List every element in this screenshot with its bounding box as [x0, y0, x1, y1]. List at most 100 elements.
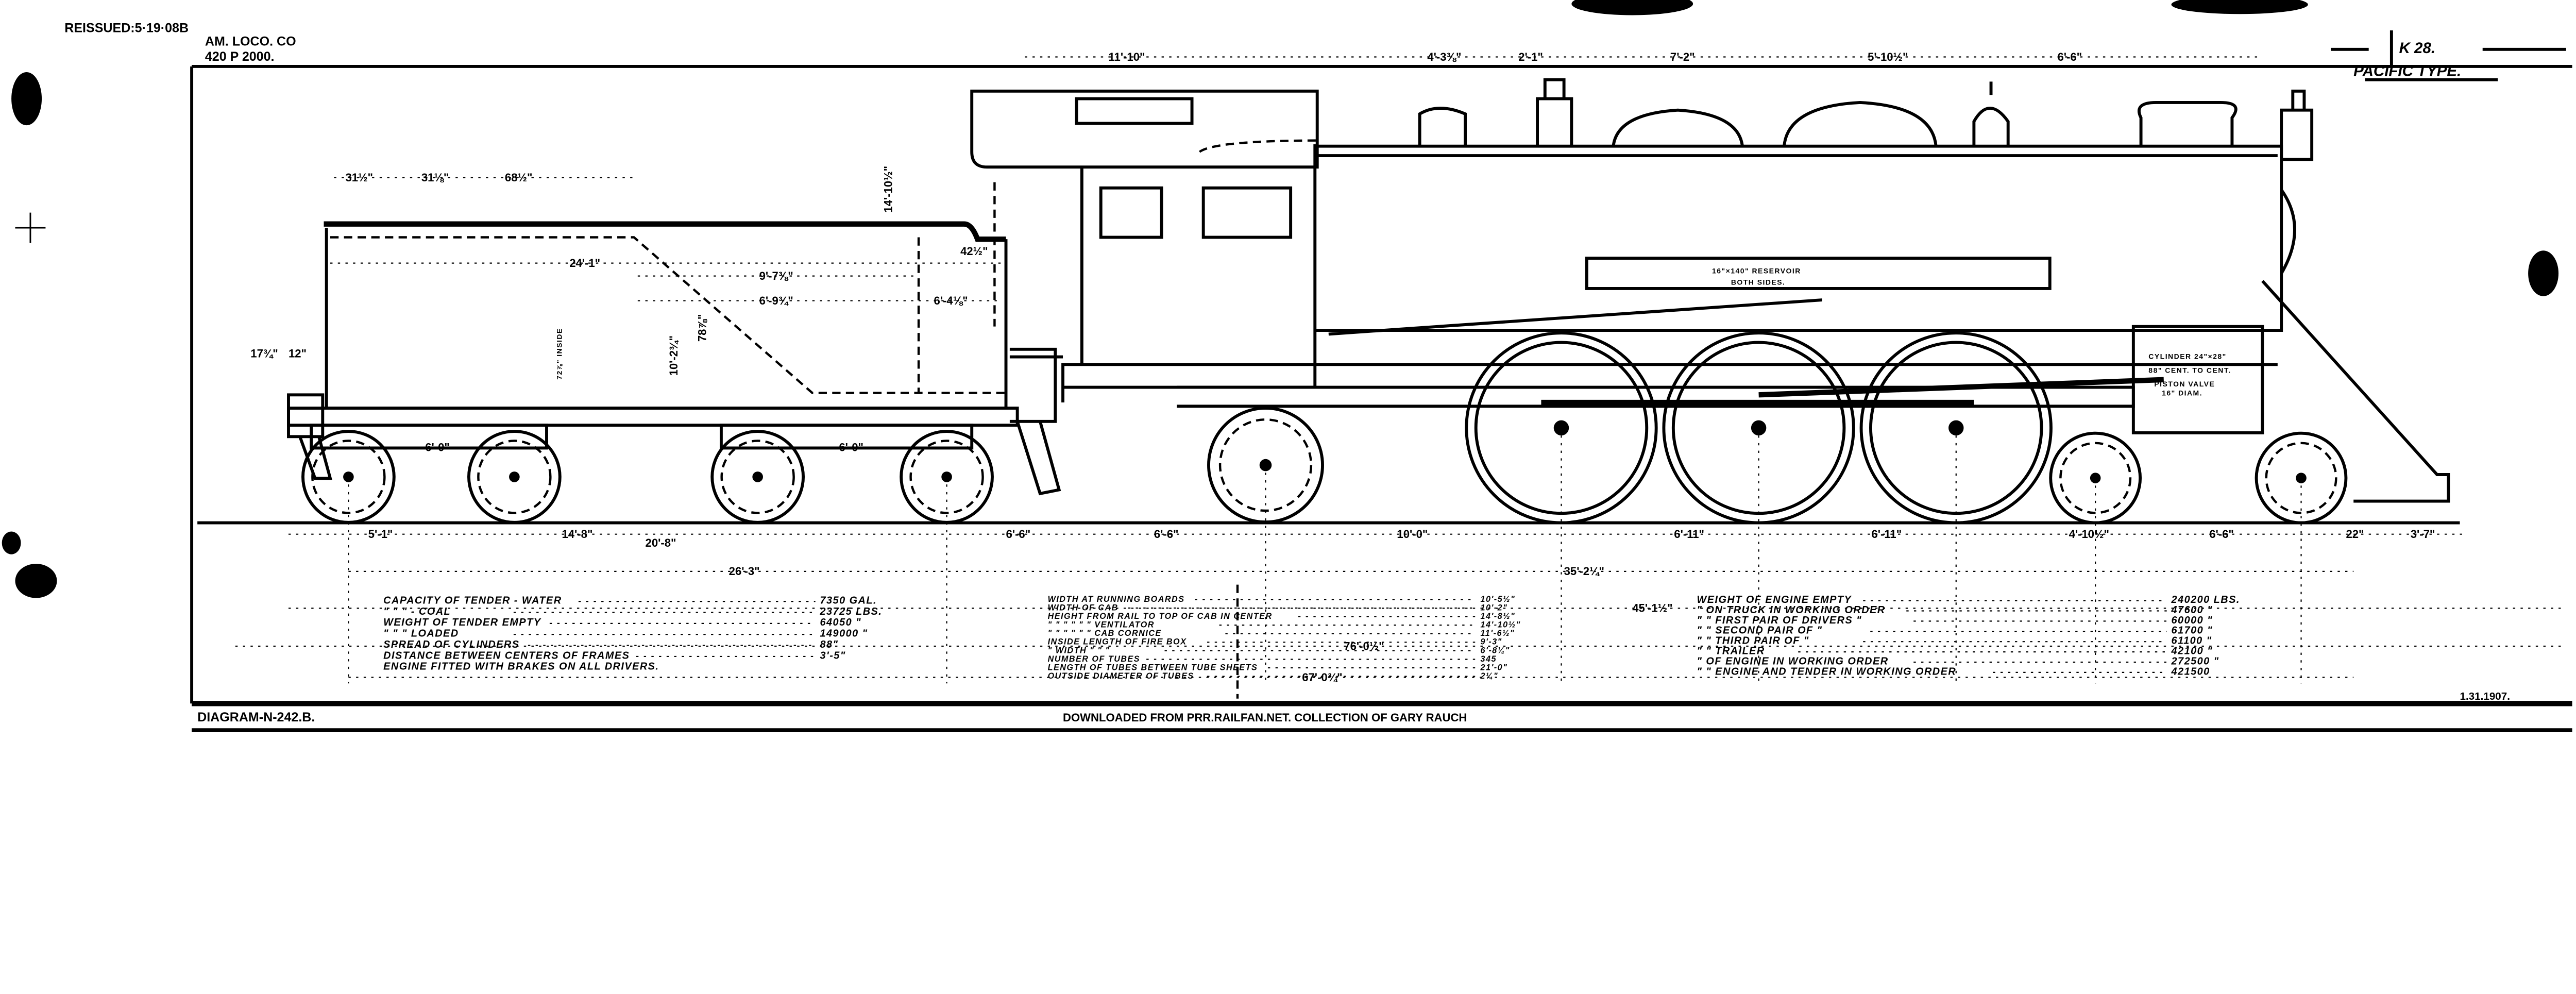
tender-truck-frames: [310, 424, 974, 450]
spec-value: 23725 LBS.: [819, 606, 882, 617]
spec-label: " " " " " " CAB CORNICE: [1048, 629, 1162, 638]
wheel-tread: [2059, 442, 2132, 514]
cylinder-note: PISTON VALVE: [2154, 380, 2215, 388]
steam-dome: [1783, 100, 1938, 146]
engine: [348, 78, 2450, 684]
spec-label: INSIDE LENGTH OF FIRE BOX: [1048, 637, 1187, 647]
wheel-rim: [2049, 431, 2142, 525]
spec-value: 14'-10½": [1481, 620, 1521, 630]
spec-value: 2¼": [1480, 671, 1499, 681]
spec-label: " " SECOND PAIR OF ": [1697, 625, 1823, 636]
dim-label: 31½": [345, 171, 372, 184]
dim-label: 6'-6": [1006, 528, 1031, 541]
firebox-hidden-lines: [993, 139, 1321, 327]
tender-frame: [287, 407, 1019, 427]
spec-label: DISTANCE BETWEEN CENTERS OF FRAMES: [383, 650, 630, 661]
spec-label: WIDTH OF CAB: [1048, 603, 1118, 612]
dim-label: 4'-10½": [2069, 528, 2109, 541]
spec-label: HEIGHT FROM RAIL TO TOP OF CAB IN CENTER: [1048, 612, 1273, 621]
class-code: K 28.: [2399, 40, 2435, 57]
reservoir-note: BOTH SIDES.: [1731, 278, 1786, 287]
air-reservoir: [1585, 257, 2052, 290]
dim-label: 31⅛": [421, 171, 449, 184]
tender-front-steps: [1009, 347, 1061, 496]
coal-space-outline: [330, 236, 1006, 394]
spec-value: 3'-5": [820, 650, 845, 661]
spec-value: 149000 ": [820, 628, 868, 639]
locomotive-diagram: REISSUED:5·19·08B AM. LOCO. CO 420 P 200…: [2, 0, 2572, 733]
wheel-rim: [1207, 407, 1324, 524]
wheel-rim: [1859, 331, 2053, 525]
dim-label: 6'-4⅛": [934, 294, 968, 307]
smokebox-front: [2280, 189, 2296, 274]
paper-stains: [2, 0, 2559, 598]
cab-ventilator: [1075, 97, 1194, 125]
dimension-lines: [235, 56, 2566, 678]
stain: [2171, 0, 2308, 14]
dim-label: 14'-8": [562, 528, 592, 541]
spec-label: " " TRAILER: [1697, 646, 1765, 657]
dimension-labels: 11'-10" 4'-3⅜" 2'-1" 7'-2" 5'-10½" 6'-6"…: [250, 50, 2435, 684]
spec-value: 21'-0": [1480, 663, 1508, 672]
drawing-date: 1.31.1907.: [2460, 690, 2510, 702]
type-name: PACIFIC TYPE.: [2353, 62, 2461, 79]
spec-value: 61700 ": [2172, 625, 2213, 636]
leading-wheel: [2255, 431, 2348, 525]
dim-label: 6'-9¾": [759, 294, 793, 307]
spec-label: " " FIRST PAIR OF DRIVERS ": [1697, 615, 1862, 626]
spec-value: 6'-8¼": [1481, 646, 1510, 655]
dim-label: 68½": [505, 171, 532, 184]
driver-wheel: [1465, 331, 1658, 525]
spec-label: " " " - COAL: [383, 606, 451, 617]
dim-label: 6'-11": [1871, 528, 1902, 541]
dim-label: 7'-2": [1670, 50, 1695, 63]
spec-value: 10'-5½": [1481, 595, 1516, 604]
cylinder-note: 16" DIAM.: [2162, 389, 2202, 397]
spec-label: WIDTH AT RUNNING BOARDS: [1048, 595, 1185, 604]
maker-line-2: 420 P 2000.: [205, 49, 275, 64]
dim-label: 14'-10½": [882, 166, 894, 213]
reverse-rod: [1328, 298, 1822, 336]
dim-label: 11'-10": [1108, 50, 1145, 63]
boiler: [1315, 144, 2283, 332]
axle-hub: [509, 471, 520, 482]
wheel-tread: [909, 440, 984, 514]
spec-label: " " THIRD PAIR OF ": [1697, 635, 1809, 647]
spec-value: 60000 ": [2172, 615, 2213, 626]
wheel-rim: [467, 430, 562, 524]
reservoir-note: 16"×140" RESERVOIR: [1712, 266, 1801, 275]
tender-wheel: [467, 430, 562, 524]
dim-label: 6'-6": [2057, 50, 2082, 63]
dim-label: 35'-2¼": [1564, 565, 1604, 578]
spec-value: 10'-2": [1481, 603, 1508, 612]
dim-label: 20'-8": [646, 536, 676, 549]
spec-value: 47600 ": [2171, 604, 2213, 616]
spec-label: " WIDTH " " ": [1048, 646, 1110, 655]
wheel-rim: [2255, 431, 2348, 525]
spec-label: " " " LOADED: [383, 628, 459, 639]
spec-label: WEIGHT OF ENGINE EMPTY: [1697, 594, 1852, 605]
spec-label: ENGINE FITTED WITH BRAKES ON ALL DRIVERS…: [383, 661, 659, 672]
dim-label: 26'-3": [729, 565, 760, 578]
dim-label: 3'-7": [2411, 528, 2435, 541]
bell: [1972, 81, 2010, 146]
axle-hub: [752, 471, 763, 482]
title-rules: [2330, 30, 2566, 81]
spec-label: " " " " " " VENTILATOR: [1048, 620, 1155, 630]
dim-label: 42½": [960, 245, 988, 258]
dim-label: 45'-1½": [1632, 602, 1672, 615]
stain: [2, 531, 21, 554]
dim-label: 6'-6": [1154, 528, 1179, 541]
stain: [15, 564, 57, 598]
dim-label: 10'-2¾": [667, 335, 680, 376]
spec-label: CAPACITY OF TENDER - WATER: [383, 595, 562, 606]
sand-dome: [1612, 108, 1744, 147]
spec-value: 11'-6½": [1481, 629, 1515, 638]
dim-label: 12": [289, 347, 307, 360]
dim-label: 78⅞": [696, 314, 708, 342]
wheel-tread: [311, 440, 386, 514]
drawing-frame: [190, 30, 2572, 733]
tender-inside-note: 72⅞" INSIDE: [555, 328, 563, 380]
wheel-rim: [1465, 331, 1658, 525]
